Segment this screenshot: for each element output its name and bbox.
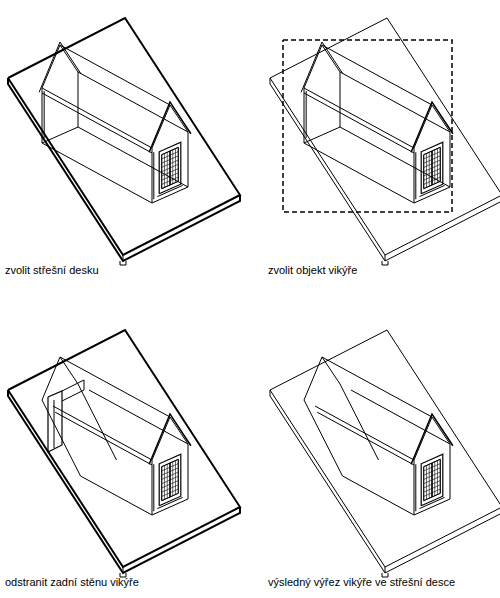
- drawing-line: [55, 412, 152, 465]
- drawing-line: [340, 72, 450, 132]
- drawing-line: [149, 102, 191, 152]
- drawing-line: [304, 357, 379, 460]
- drawing-line: [424, 147, 441, 188]
- drawing-line: [385, 255, 386, 261]
- drawing-line: [42, 88, 43, 143]
- drawing-line: [78, 72, 188, 132]
- drawing-line: [431, 463, 433, 497]
- drawing-line: [411, 102, 453, 152]
- drawing-line: [162, 459, 179, 500]
- drawing-line: [120, 261, 126, 265]
- drawing-line: [162, 147, 179, 188]
- drawing-line: [153, 152, 154, 199]
- drawing-line: [304, 400, 343, 476]
- drawing-line: [414, 460, 415, 515]
- drawing-line: [283, 40, 452, 212]
- drawing-line: [304, 45, 340, 88]
- drawing-line: [44, 91, 45, 138]
- drawing-line: [78, 72, 79, 127]
- drawing-line: [431, 151, 433, 185]
- drawing-line: [159, 142, 181, 194]
- drawing-line: [270, 78, 500, 261]
- step-caption: zvolit střešní desku: [5, 264, 99, 277]
- drawing-line: [152, 148, 153, 203]
- drawing-line: [382, 261, 388, 265]
- illustration-panel: [8, 330, 240, 577]
- drawing-line: [42, 93, 152, 153]
- step-caption: zvolit objekt vikýře: [268, 264, 357, 277]
- drawing-line: [317, 412, 414, 465]
- illustration-panel: [270, 330, 500, 577]
- drawing-line: [42, 45, 78, 88]
- step-caption: výsledný výřez vikýře ve střešní desce: [268, 576, 455, 589]
- drawing-line: [188, 132, 189, 187]
- drawing-line: [411, 414, 453, 464]
- drawing-line: [60, 357, 170, 417]
- drawing-line: [39, 42, 81, 92]
- drawing-line: [60, 45, 170, 105]
- drawing-line: [123, 567, 124, 573]
- drawing-line: [304, 127, 450, 187]
- drawing-line: [152, 417, 188, 460]
- drawing-line: [81, 476, 189, 515]
- drawing-line: [432, 463, 433, 497]
- drawing-line: [159, 454, 181, 506]
- drawing-line: [170, 151, 171, 185]
- drawing-line: [414, 105, 450, 148]
- drawing-line: [170, 463, 171, 497]
- drawing-line: [419, 185, 444, 196]
- drawing-line: [157, 497, 182, 508]
- drawing-line: [42, 127, 188, 187]
- drawing-line: [123, 255, 124, 261]
- drawing-line: [42, 88, 152, 148]
- drawing-line: [421, 142, 443, 194]
- drawing-line: [343, 476, 451, 515]
- drawing-line: [62, 380, 84, 401]
- drawing-line: [152, 105, 188, 148]
- drawing-line: [169, 151, 171, 185]
- drawing-line: [153, 464, 154, 511]
- drawing-line: [385, 567, 386, 573]
- drawing-line: [270, 390, 500, 573]
- drawing-line: [424, 459, 441, 500]
- drawing-line: [340, 72, 341, 127]
- drawing-line: [415, 464, 416, 511]
- drawing-line: [8, 390, 240, 573]
- drawing-line: [149, 414, 191, 464]
- drawing-line: [304, 88, 305, 143]
- drawing-line: [304, 143, 450, 203]
- drawing-line: [188, 444, 189, 499]
- drawing-line: [450, 444, 451, 499]
- drawing-line: [48, 391, 62, 452]
- drawing-line: [414, 417, 450, 460]
- drawing-line: [42, 357, 117, 460]
- drawing-line: [421, 454, 443, 506]
- drawing-line: [306, 91, 307, 138]
- drawing-line: [322, 357, 432, 417]
- step-caption: odstranit zadní stěnu vikýře: [5, 576, 139, 589]
- drawing-line: [157, 185, 182, 196]
- drawing-line: [301, 42, 343, 92]
- drawing-line: [415, 152, 416, 199]
- drawing-line: [450, 132, 451, 187]
- drawing-line: [42, 143, 188, 203]
- drawing-line: [304, 93, 414, 153]
- illustration-panel: [8, 18, 240, 265]
- drawing-line: [8, 78, 240, 261]
- drawing-line: [304, 88, 414, 148]
- illustration-panel: [270, 18, 500, 265]
- drawing-line: [54, 400, 55, 448]
- drawing-line: [152, 460, 153, 515]
- drawing-line: [432, 151, 433, 185]
- drawing-line: [414, 148, 415, 203]
- drawing-line: [169, 463, 171, 497]
- drawing-line: [322, 45, 432, 105]
- drawing-line: [419, 497, 444, 508]
